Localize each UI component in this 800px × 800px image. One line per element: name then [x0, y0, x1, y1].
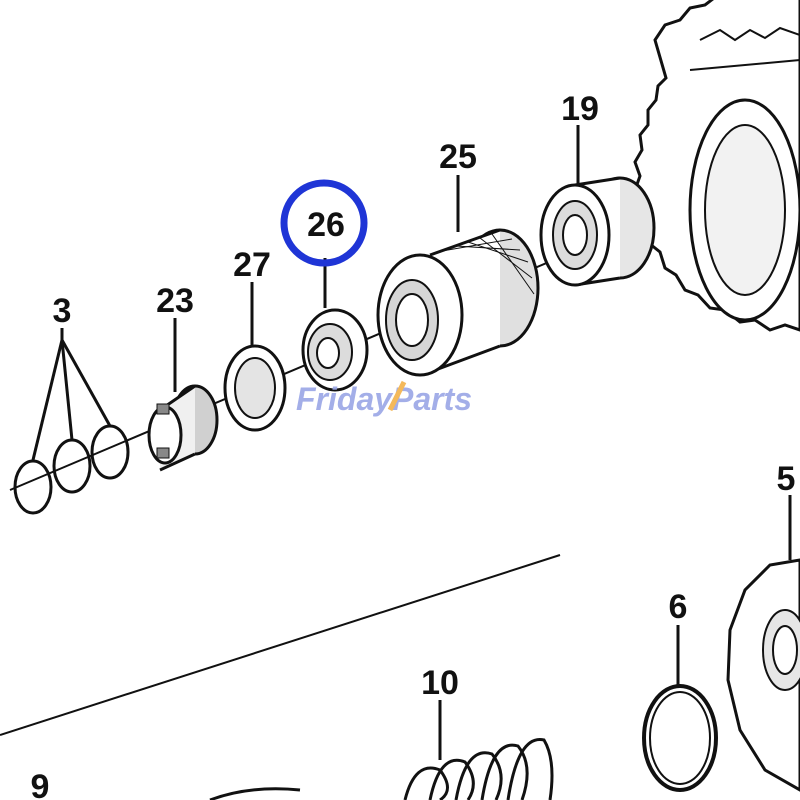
part-9-fragment [209, 787, 301, 800]
label-part-6: 6 [669, 588, 688, 626]
watermark-text-a: Friday [296, 381, 394, 417]
lower-shaft-axis-line [0, 554, 561, 736]
label-part-27: 27 [233, 246, 271, 284]
watermark-text-b: Parts [392, 381, 472, 417]
part-27-washer [223, 344, 287, 432]
label-part-26: 26 [307, 206, 345, 244]
part-19-bearing [539, 176, 656, 287]
watermark-logo: FridayParts [296, 380, 472, 417]
label-part-19: 19 [561, 90, 599, 128]
label-part-3: 3 [53, 292, 72, 330]
label-part-10: 10 [421, 664, 459, 702]
highlight-circle [280, 179, 368, 267]
leader-lines [31, 125, 792, 760]
part-5-housing [726, 558, 800, 792]
part-6-ring [642, 684, 718, 792]
svg-text:FridayParts: FridayParts [296, 381, 472, 417]
part-10-spring [403, 738, 554, 800]
part-26-bearing [301, 308, 369, 392]
watermark-accent-stroke [387, 380, 407, 412]
label-part-25: 25 [439, 138, 477, 176]
label-part-23: 23 [156, 282, 194, 320]
large-gear [633, 0, 800, 332]
label-part-9: 9 [31, 768, 50, 800]
part-25-sleeve [376, 228, 540, 377]
part-23-nut [147, 384, 219, 472]
label-part-5: 5 [777, 460, 796, 498]
